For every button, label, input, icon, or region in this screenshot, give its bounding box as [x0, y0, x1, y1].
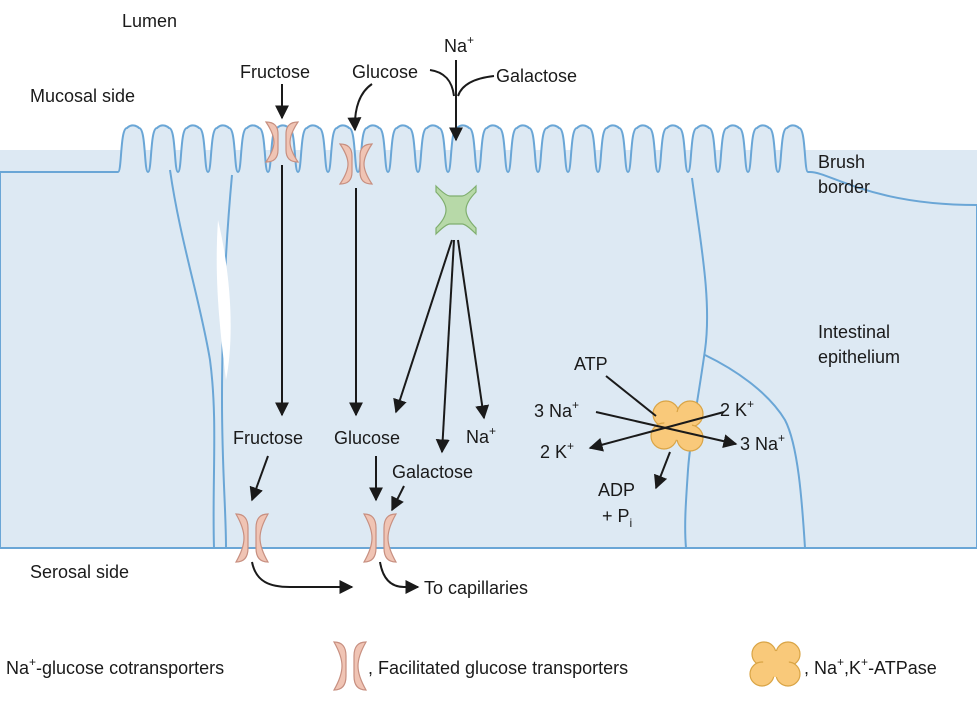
- legend-atpase-icon: [749, 641, 801, 687]
- fructose-exit-arrow: [249, 455, 269, 502]
- lateral-membrane-right: [684, 177, 709, 549]
- atp-label: ATP: [574, 354, 608, 374]
- basolateral-fructose-transporter: [234, 513, 270, 563]
- apical-fructose-transporter: [264, 121, 300, 163]
- pi-label: + Pi: [602, 506, 632, 530]
- legend-atpase-label: , Na+,K+-ATPase: [804, 655, 937, 678]
- cell-galactose-label: Galactose: [392, 462, 473, 482]
- brush-border-label-line1: Brush: [818, 152, 865, 172]
- glucose-to-capillaries-arrow: [379, 561, 420, 594]
- cell-na-label: Na+: [466, 424, 496, 447]
- lumen-glucose-label: Glucose: [352, 62, 418, 82]
- adp-release-arrow: [654, 451, 671, 490]
- lumen-fructose-label: Fructose: [240, 62, 310, 82]
- basolateral-glucose-transporter: [362, 513, 398, 563]
- pump-k-out-label: 2 K+: [720, 397, 754, 420]
- pump-k-in-label: 2 K+: [540, 439, 574, 462]
- adp-label: ADP: [598, 480, 635, 500]
- legend-cotransporter-label: Na+-glucose cotransporters: [6, 655, 224, 678]
- pump-na-out-label: 3 Na+: [740, 431, 785, 454]
- k-influx-arrow: [588, 411, 725, 452]
- galactose-cotransport-arrow: [435, 239, 455, 454]
- legend-facilitated-label: , Facilitated glucose transporters: [368, 658, 628, 678]
- lumen-na-label: Na+: [444, 33, 474, 56]
- glucose-entry-arrow: [347, 83, 373, 132]
- intercellular-space: [216, 220, 231, 380]
- pump-na-in-label: 3 Na+: [534, 398, 579, 421]
- mucosal-side-label: Mucosal side: [30, 86, 135, 106]
- intestinal-epithelium-label-line1: Intestinal: [818, 322, 890, 342]
- galactose-exit-arrow: [391, 485, 405, 512]
- lumen-galactose-label: Galactose: [496, 66, 577, 86]
- legend: Na+-glucose cotransporters , Facilitated…: [6, 641, 937, 691]
- cell-fructose-label: Fructose: [233, 428, 303, 448]
- na-cotransport-arrow: [457, 239, 490, 420]
- brush-border-label-line2: border: [818, 177, 870, 197]
- na-glucose-cotransporter: [435, 184, 477, 236]
- legend-facilitated-transporter-icon: [332, 641, 368, 691]
- lateral-membrane-left: [169, 169, 216, 549]
- lateral-membrane-right-2: [704, 354, 806, 549]
- serosal-space: [0, 549, 977, 706]
- atp-to-pump-line: [605, 375, 657, 417]
- glucose-cotransport-arrow: [393, 239, 453, 414]
- cell-glucose-label: Glucose: [334, 428, 400, 448]
- galactose-join-line: [457, 75, 495, 97]
- lumen-label: Lumen: [122, 11, 177, 31]
- lateral-membrane-left-2: [220, 174, 233, 549]
- apical-glucose-transporter: [338, 143, 374, 185]
- to-capillaries-label: To capillaries: [424, 578, 528, 598]
- serosal-side-label: Serosal side: [30, 562, 129, 582]
- fructose-to-capillaries-arrow: [251, 561, 354, 594]
- glucose-join-line: [429, 69, 455, 97]
- intestinal-epithelium-label-line2: epithelium: [818, 347, 900, 367]
